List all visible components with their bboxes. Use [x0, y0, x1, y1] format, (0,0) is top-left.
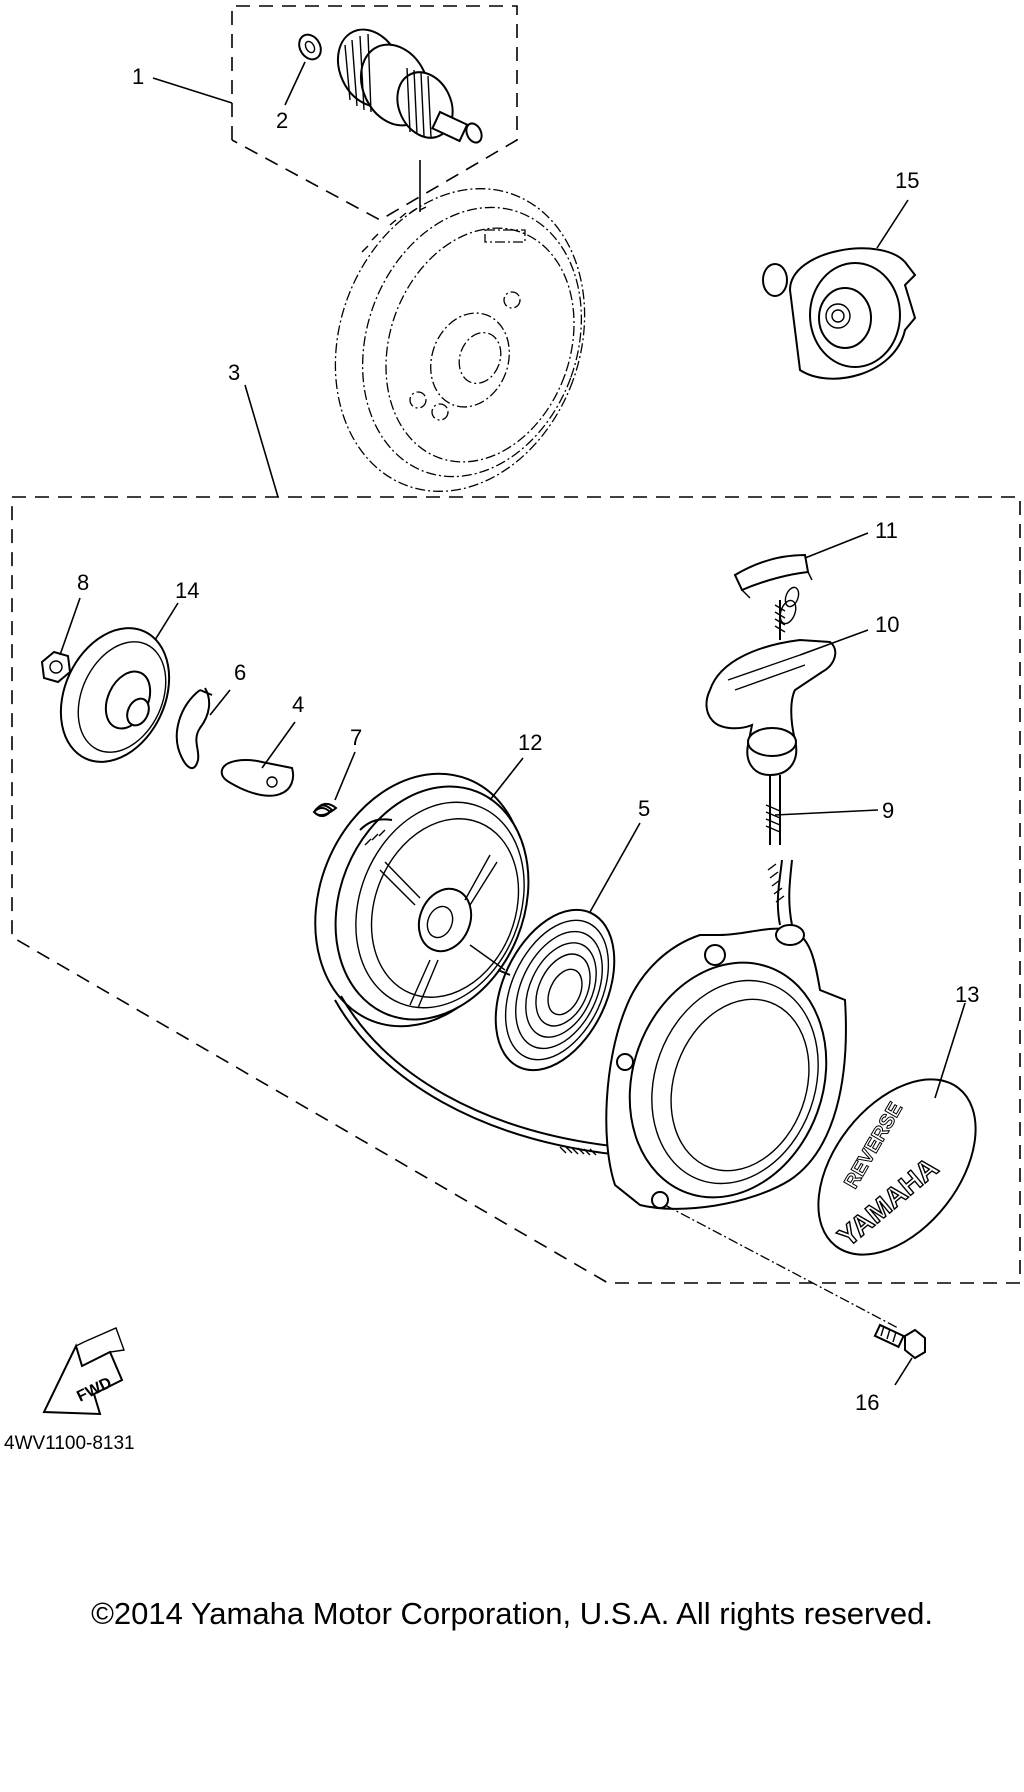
callout-1: 1 [132, 64, 144, 89]
callout-numbers: 1 2 3 4 5 6 7 8 9 10 11 12 13 14 15 16 [77, 64, 979, 1415]
callout-12: 12 [518, 730, 542, 755]
callout-6: 6 [234, 660, 246, 685]
group-box-recoil-starter [11, 496, 1021, 1284]
starter-handle-part-10 [705, 586, 837, 777]
starter-rope [334, 995, 621, 1156]
ratchet-part-4 [220, 759, 295, 797]
callout-3: 3 [228, 360, 240, 385]
group-box-starter-clutch [231, 5, 518, 221]
starter-clutch-part-1 [336, 28, 483, 212]
callout-8: 8 [77, 570, 89, 595]
callout-14: 14 [175, 578, 199, 603]
callout-10: 10 [875, 612, 899, 637]
diagram-code: 4WV1100-8131 [4, 1433, 135, 1454]
callout-11: 11 [875, 518, 898, 543]
flywheel-phantom [334, 188, 586, 492]
spring-part-7 [312, 802, 338, 817]
nut-part-8 [40, 650, 72, 684]
sheave-drum-part-12 [314, 772, 530, 1028]
leader-lines [59, 61, 966, 1386]
spiral-spring-part-5 [494, 908, 616, 1072]
washer-part-2 [298, 33, 322, 61]
callout-15: 15 [895, 168, 919, 193]
callout-16: 16 [855, 1390, 879, 1415]
callout-5: 5 [638, 796, 650, 821]
callout-2: 2 [276, 108, 288, 133]
callout-4: 4 [292, 692, 304, 717]
reverse-emblem-part-13: REVERSE YAMAHA [817, 1078, 977, 1256]
spring-clip-part-6 [175, 687, 213, 769]
copyright-notice: ©2014 Yamaha Motor Corporation, U.S.A. A… [91, 1596, 933, 1631]
drive-plate-part-14 [59, 627, 171, 763]
callout-7: 7 [350, 725, 362, 750]
starter-case [605, 859, 847, 1210]
fwd-arrow-icon: FWD [42, 1327, 125, 1416]
rope-part-9 [765, 775, 781, 845]
callout-13: 13 [955, 982, 979, 1007]
handle-cap-part-11 [733, 553, 813, 599]
callout-9: 9 [882, 798, 894, 823]
bolt-part-16 [873, 1323, 926, 1360]
cover-cap-part-15 [762, 247, 917, 380]
